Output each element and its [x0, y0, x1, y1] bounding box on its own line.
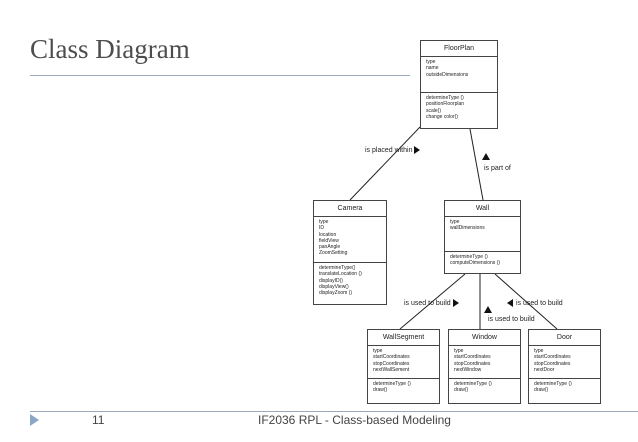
attribute: nextWallSement [373, 366, 410, 373]
direction-left-icon [507, 299, 513, 307]
class-floorplan-attributes: type name outsideDimensions [421, 57, 497, 93]
class-wallsegment-name: WallSegment [368, 330, 439, 346]
class-door-name: Door [529, 330, 600, 346]
attribute: startCoordinates [373, 354, 410, 361]
attribute: stopCoordinates [373, 360, 410, 367]
attribute: panAngle [319, 244, 341, 251]
footer-text: IF2036 RPL - Class-based Modeling [258, 413, 451, 427]
attribute: wallDimensions [450, 225, 485, 232]
class-door-operations: determineType () draw() [529, 379, 600, 396]
wall-wallsegment-line [399, 273, 466, 330]
attribute: type [426, 59, 436, 65]
direction-right-icon [414, 146, 421, 154]
class-wall: Wall type wallDimensions determineType (… [444, 200, 521, 274]
attribute: outsideDimensions [426, 71, 469, 78]
class-wall-operations: determineType () computeDimensions () [445, 252, 520, 269]
operation: determineType () [454, 381, 492, 387]
class-floorplan-operations: determineType () positionFloorplan scale… [421, 93, 497, 122]
class-window: Window type startCoordinates stopCoordin… [448, 329, 521, 404]
class-floorplan: FloorPlan type name outsideDimensions de… [420, 40, 498, 129]
operation: draw() [373, 387, 388, 394]
title-divider [30, 75, 410, 76]
class-wall-attributes: type wallDimensions [445, 217, 520, 252]
attribute: startCoordinates [454, 354, 491, 361]
operation: determineType () [450, 254, 488, 260]
footer-arrow-icon [30, 414, 39, 426]
operation: translateLocation () [319, 271, 362, 278]
class-door-attributes: type startCoordinates stopCoordinates ne… [529, 346, 600, 379]
class-camera-operations: determineType() translateLocation () dis… [314, 263, 386, 298]
class-camera-attributes: type ID location fieldView panAngle Zoom… [314, 217, 386, 263]
attribute: startCoordinates [534, 354, 571, 361]
footer-divider [30, 411, 638, 412]
class-window-name: Window [449, 330, 520, 346]
class-camera-name: Camera [314, 201, 386, 217]
attribute: type [534, 348, 544, 354]
relation-label-part-of: is part of [484, 165, 511, 172]
relation-label-build-segment: is used to build [404, 299, 459, 307]
direction-right-icon [452, 299, 459, 307]
attribute: type [454, 348, 464, 354]
attribute: type [319, 219, 329, 225]
operation: scale() [426, 107, 442, 114]
attribute: ZoomSetting [319, 250, 348, 257]
operation: displayZoom () [319, 290, 353, 297]
attribute: nextDoor [534, 366, 555, 373]
attribute: nextWindow [454, 366, 482, 373]
class-window-attributes: type startCoordinates stopCoordinates ne… [449, 346, 520, 379]
operation: displayView() [319, 283, 349, 290]
relation-text: is placed within [365, 146, 413, 154]
operation: positionFloorplan [426, 101, 465, 108]
class-window-operations: determineType () draw() [449, 379, 520, 396]
class-wallsegment-attributes: type startCoordinates stopCoordinates ne… [368, 346, 439, 379]
attribute: fieldView [319, 237, 339, 244]
operation: displayID() [319, 277, 343, 284]
class-wall-name: Wall [445, 201, 520, 217]
attribute: type [373, 348, 383, 354]
relation-text: is used to build [404, 299, 451, 307]
operation: determineType () [426, 95, 464, 101]
operation: computeDimensions () [450, 260, 501, 267]
attribute: stopCoordinates [534, 360, 571, 367]
operation: change color() [426, 113, 458, 120]
operation: determineType () [373, 381, 411, 387]
operation: draw() [534, 387, 549, 394]
slide-title: Class Diagram [30, 34, 190, 64]
class-floorplan-name: FloorPlan [421, 41, 497, 57]
direction-up-icon [482, 153, 490, 160]
attribute: stopCoordinates [454, 360, 491, 367]
class-wallsegment: WallSegment type startCoordinates stopCo… [367, 329, 440, 404]
direction-up-icon [484, 306, 492, 313]
attribute: type [450, 219, 460, 225]
operation: determineType() [319, 265, 356, 271]
operation: determineType () [534, 381, 572, 387]
operation: draw() [454, 387, 469, 394]
class-camera: Camera type ID location fieldView panAng… [313, 200, 387, 305]
relation-text: is used to build [516, 299, 563, 307]
class-wallsegment-operations: determineType () draw() [368, 379, 439, 396]
attribute: location [319, 231, 337, 238]
relation-label-build-door: is used to build [507, 299, 563, 307]
relation-label-build-window: is used to build [488, 316, 535, 323]
attribute: name [426, 65, 439, 72]
wall-floorplan-line [469, 128, 484, 201]
camera-floorplan-line [349, 126, 421, 201]
attribute: ID [319, 225, 324, 232]
relation-label-placed-within: is placed within [365, 146, 421, 154]
class-door: Door type startCoordinates stopCoordinat… [528, 329, 601, 404]
page-number: 11 [92, 413, 105, 427]
wall-door-line [494, 273, 558, 330]
